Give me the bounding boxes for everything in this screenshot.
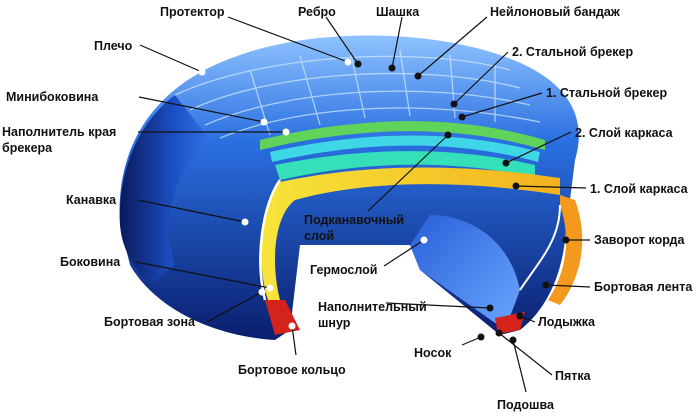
label-heel: Пятка	[555, 369, 591, 383]
label-nylon-bandage: Нейлоновый бандаж	[490, 5, 620, 19]
label-groove: Канавка	[66, 193, 117, 207]
label-mini-sidewall: Минибоковина	[6, 90, 99, 104]
label-sole: Подошва	[497, 398, 554, 412]
label-undertread: Подканавочный слой	[304, 213, 405, 243]
label-block: Шашка	[376, 5, 420, 19]
label-carcass-ply-2: 2. Слой каркаса	[575, 126, 673, 140]
label-steel-breaker-1: 1. Стальной брекер	[546, 86, 668, 100]
label-bead-ring: Бортовое кольцо	[238, 363, 346, 377]
tread-pattern	[174, 49, 541, 139]
label-rib: Ребро	[298, 5, 336, 19]
label-bead-tape: Бортовая лента	[594, 280, 693, 294]
label-inner-liner: Гермослой	[310, 263, 378, 277]
label-breaker-edge-filler: Наполнитель края брекера	[2, 125, 117, 155]
label-protector: Протектор	[160, 5, 225, 19]
label-toe: Носок	[414, 346, 452, 360]
label-shoulder: Плечо	[94, 39, 133, 53]
label-cord-turnup: Заворот корда	[594, 233, 685, 247]
label-carcass-ply-1: 1. Слой каркаса	[590, 182, 688, 196]
leader-lines	[135, 16, 591, 393]
marker-dots	[198, 58, 570, 344]
label-steel-breaker-2: 2. Стальной брекер	[512, 45, 634, 59]
label-ankle: Лодыжка	[538, 315, 595, 329]
cross-section-layers	[259, 121, 583, 335]
label-bead-filler: Наполнительный шнур	[318, 300, 427, 330]
label-bead-zone: Бортовая зона	[104, 315, 195, 329]
label-sidewall: Боковина	[60, 255, 121, 269]
